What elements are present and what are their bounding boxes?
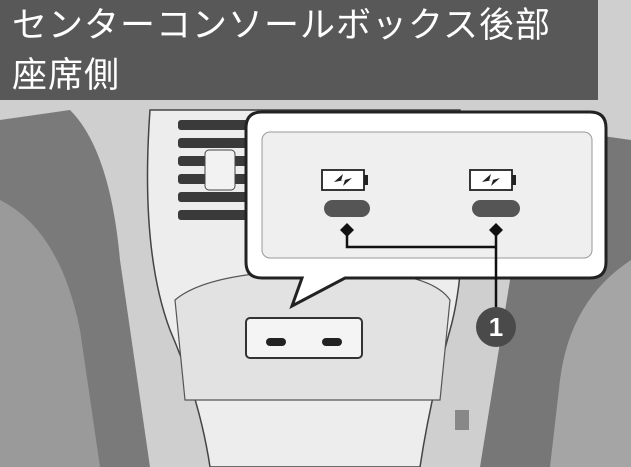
usb-port-right (472, 200, 520, 217)
page-subtitle: 座席側 (12, 56, 121, 96)
title-bar: センターコンソールボックス後部 座席側 (0, 0, 598, 100)
callout-number-badge: 1 (476, 307, 516, 347)
battery-charge-icon (321, 169, 368, 191)
page-title: センターコンソールボックス後部 (12, 6, 551, 46)
usb-port-left (324, 200, 370, 217)
battery-charge-icon (469, 169, 516, 191)
